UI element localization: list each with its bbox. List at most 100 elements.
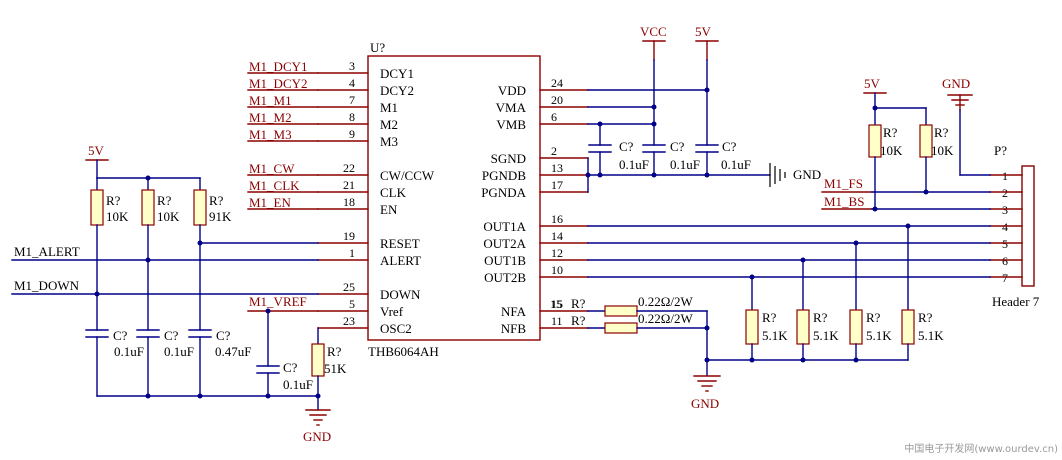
- pin-number: 21: [343, 178, 355, 192]
- pin-name: DOWN: [380, 287, 421, 302]
- resistor-body: [604, 305, 638, 317]
- net-label: M1_M3: [249, 127, 292, 142]
- pin-number: 2: [551, 144, 557, 158]
- pin-name: NFB: [501, 321, 527, 336]
- ic-right-pin-labels: VDD VMA VMB SGND PGNDB PGNDA OUT1A OUT2A…: [481, 76, 563, 336]
- resistor-ref: R?: [813, 310, 828, 325]
- net-label: M1_ALERT: [14, 244, 80, 259]
- ic-left-pin-labels: DCY1 DCY2 M1 M2 M3 CW/CCW CLK EN RESET A…: [343, 59, 435, 336]
- capacitor-value: 0.1uF: [619, 157, 649, 172]
- resistor-body: [901, 309, 915, 345]
- pin-number: 15: [551, 297, 563, 311]
- resistor-ref: R?: [209, 193, 224, 208]
- pin-name: PGNDA: [481, 185, 526, 200]
- pin-name: SGND: [491, 151, 526, 166]
- net-label: M1_VREF: [249, 294, 307, 309]
- pin-number: 22: [343, 161, 355, 175]
- pin-number: 13: [551, 161, 563, 175]
- capacitor-ref: C?: [283, 360, 298, 375]
- header-pin: 7: [1002, 271, 1008, 285]
- capacitor-ref: C?: [164, 328, 179, 343]
- pin-number: 8: [349, 110, 355, 124]
- pin-name: EN: [380, 202, 398, 217]
- pin-number: 14: [551, 229, 563, 243]
- pin-name: CLK: [380, 185, 407, 200]
- ic-left-pin-stubs: [317, 72, 369, 329]
- pin-name: VMA: [496, 100, 527, 115]
- pin-name: DCY2: [380, 83, 414, 98]
- resistor-ref: R?: [157, 193, 172, 208]
- header-pin: 1: [1002, 169, 1008, 183]
- resistor-value: 10K: [880, 143, 903, 158]
- resistor-body: [90, 189, 104, 226]
- resistor-ref: R?: [918, 310, 933, 325]
- pin-number: 10: [551, 263, 563, 277]
- capacitor-value: 0.1uF: [164, 344, 194, 359]
- resistor-value: 10K: [106, 209, 129, 224]
- pin-name: VMB: [496, 117, 526, 132]
- resistor-value: 5.1K: [762, 328, 788, 343]
- pin-name: DCY1: [380, 66, 414, 81]
- resistor-value: 5.1K: [813, 328, 839, 343]
- resistor-body: [311, 343, 325, 377]
- resistor-value: 10K: [157, 209, 180, 224]
- resistor-value: 10K: [931, 143, 954, 158]
- resistor-value: 5.1K: [866, 328, 892, 343]
- pin-number: 9: [349, 127, 355, 141]
- net-label: M1_DOWN: [14, 278, 80, 293]
- capacitor-value: 0.1uF: [721, 157, 751, 172]
- capacitor-value: 0.1uF: [670, 157, 700, 172]
- resistor-body: [796, 309, 810, 345]
- capacitor-ref: C?: [670, 139, 685, 154]
- gnd-label: GND: [303, 429, 331, 444]
- net-label: M1_EN: [249, 195, 292, 210]
- pin-number: 15: [550, 297, 562, 311]
- ic-part-name: THB6064AH: [368, 344, 439, 359]
- resistor-body: [604, 322, 638, 334]
- capacitor-ref: C?: [113, 328, 128, 343]
- resistor-ref: R?: [883, 125, 898, 140]
- capacitor-ref: C?: [216, 328, 231, 343]
- resistor-ref: R?: [571, 296, 586, 311]
- header-part: Header 7: [992, 294, 1040, 309]
- resistor-ref: R?: [762, 310, 777, 325]
- header-designator: P?: [994, 143, 1007, 158]
- resistor-body: [141, 189, 155, 226]
- pin-number: 25: [343, 280, 355, 294]
- capacitor-value: 0.1uF: [283, 377, 313, 392]
- pin-name: M2: [380, 117, 398, 132]
- pin-name: NFA: [501, 304, 527, 319]
- ic-designator: U?: [370, 40, 385, 55]
- resistor-body: [745, 309, 759, 345]
- net-label: M1_M2: [249, 110, 292, 125]
- header-body: [1021, 165, 1035, 287]
- pin-number: 1: [349, 246, 355, 260]
- pin-name: CW/CCW: [380, 168, 435, 183]
- pin-number: 6: [551, 110, 557, 124]
- pin-number: 5: [349, 297, 355, 311]
- net-label: M1_FS: [824, 176, 863, 191]
- ic-body: [367, 55, 541, 341]
- pin-name: OUT1A: [483, 219, 526, 234]
- left-net-labels: M1_DCY1 M1_DCY2 M1_M1 M1_M2 M1_M3 M1_CW …: [247, 59, 319, 210]
- net-label: M1_BS: [824, 194, 864, 209]
- pin-number: 18: [343, 195, 355, 209]
- pin-number: 3: [349, 59, 355, 73]
- output-network: P? Header 7 1 2 3 4 5 6 7 GND 5V R? R?: [550, 76, 1040, 411]
- net-label: M1_M1: [249, 93, 292, 108]
- header-pin: 6: [1002, 254, 1008, 268]
- resistor-value: 0.22Ω/2W: [638, 294, 694, 309]
- pin-name: VDD: [498, 83, 526, 98]
- left-pullup-network: 5V R? R? R? 10K 10K 91K M1_ALERT M1_DOWN: [11, 143, 319, 399]
- power-5v-label: 5V: [864, 76, 881, 91]
- capacitor-ref: C?: [619, 139, 634, 154]
- resistor-body: [849, 309, 863, 345]
- power-5v-label: 5V: [88, 143, 105, 158]
- pin-name: PGNDB: [482, 168, 526, 183]
- pin-name: M1: [380, 100, 398, 115]
- pin-name: Vref: [380, 304, 404, 319]
- resistor-value: 91K: [209, 209, 232, 224]
- header-pin: 4: [1002, 220, 1008, 234]
- resistor-value: 0.22Ω/2W: [638, 311, 694, 326]
